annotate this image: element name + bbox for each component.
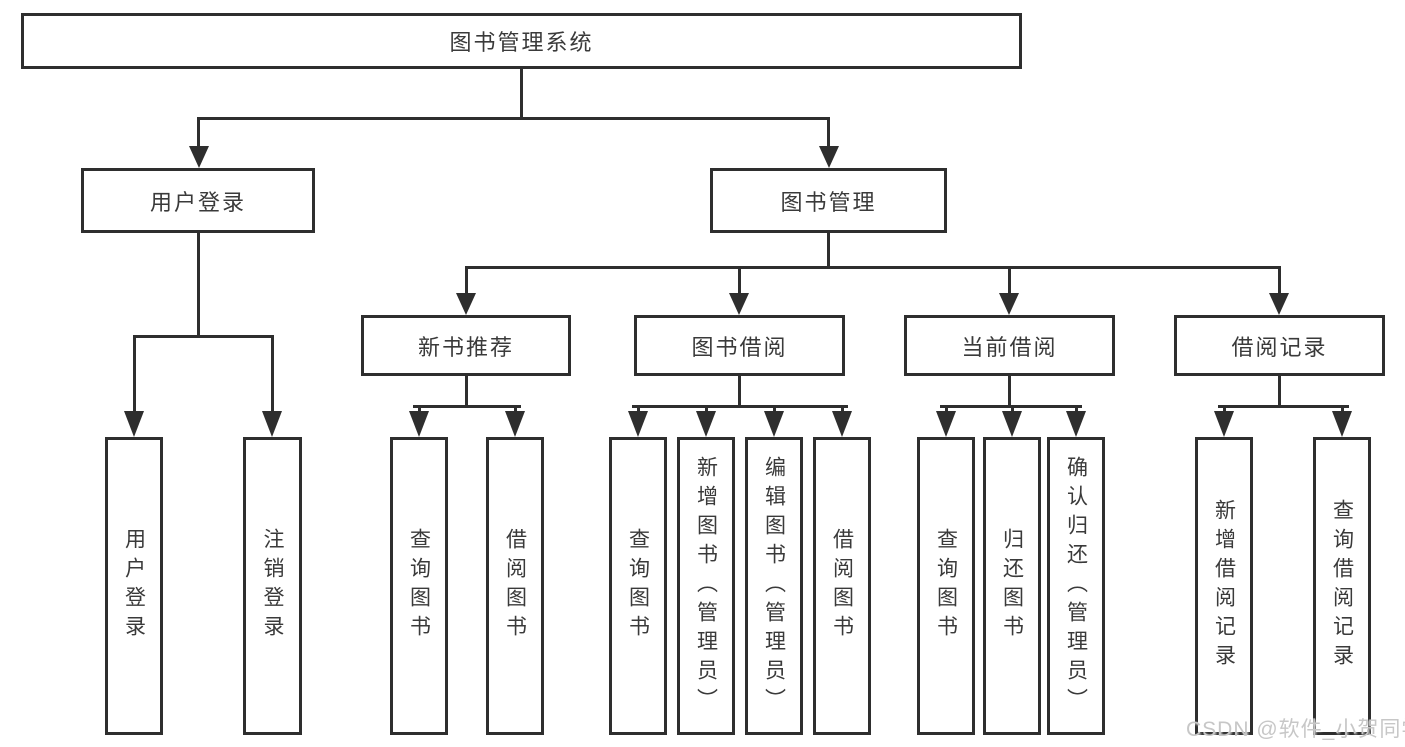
arrowhead-down-icon bbox=[1002, 411, 1022, 437]
leaf-user-login: 用户登录 bbox=[105, 437, 163, 735]
connector-line bbox=[1223, 405, 1226, 414]
node-borrowing-records-label: 借阅记录 bbox=[1231, 334, 1328, 360]
leaf-borrow-books-recommend-label: 借阅图书 bbox=[503, 528, 527, 644]
connector-line bbox=[945, 405, 948, 414]
connector-line bbox=[1278, 266, 1281, 297]
connector-line bbox=[465, 266, 468, 297]
node-current-borrowing: 当前借阅 bbox=[904, 315, 1115, 376]
node-book-management: 图书管理 bbox=[710, 168, 947, 233]
leaf-add-books-admin-label: 新增图书（管理员） bbox=[694, 455, 718, 717]
leaf-query-books-current-label: 查询图书 bbox=[934, 528, 958, 644]
connector-line bbox=[738, 266, 741, 297]
leaf-add-books-admin: 新增图书（管理员） bbox=[677, 437, 735, 735]
connector-line bbox=[271, 335, 274, 413]
arrowhead-down-icon bbox=[999, 293, 1019, 315]
connector-line bbox=[197, 117, 830, 120]
arrowhead-down-icon bbox=[628, 411, 648, 437]
connector-line bbox=[1218, 405, 1349, 408]
connector-line bbox=[1011, 405, 1014, 414]
connector-line bbox=[773, 405, 776, 414]
node-borrowing-records: 借阅记录 bbox=[1174, 315, 1385, 376]
leaf-query-borrow-record-label: 查询借阅记录 bbox=[1330, 499, 1354, 673]
connector-line bbox=[738, 376, 741, 408]
leaf-logout: 注销登录 bbox=[243, 437, 302, 735]
arrowhead-down-icon bbox=[189, 146, 209, 168]
node-library-management-system-label: 图书管理系统 bbox=[449, 30, 594, 55]
connector-line bbox=[465, 266, 1281, 269]
node-user-login-label: 用户登录 bbox=[149, 189, 246, 215]
node-new-book-recommend-label: 新书推荐 bbox=[417, 334, 514, 360]
leaf-add-borrow-record: 新增借阅记录 bbox=[1195, 437, 1253, 735]
connector-line bbox=[413, 405, 521, 408]
leaf-logout-label: 注销登录 bbox=[261, 528, 284, 644]
leaf-query-borrow-record: 查询借阅记录 bbox=[1313, 437, 1371, 735]
leaf-return-books-label: 归还图书 bbox=[1000, 528, 1024, 644]
connector-line bbox=[637, 405, 640, 414]
leaf-query-books-recommend: 查询图书 bbox=[390, 437, 448, 735]
connector-line bbox=[1008, 266, 1011, 297]
leaf-return-books: 归还图书 bbox=[983, 437, 1041, 735]
connector-line bbox=[514, 405, 517, 414]
arrowhead-down-icon bbox=[409, 411, 429, 437]
node-new-book-recommend: 新书推荐 bbox=[361, 315, 571, 376]
leaf-borrow-books-label: 借阅图书 bbox=[830, 528, 854, 644]
leaf-add-borrow-record-label: 新增借阅记录 bbox=[1212, 499, 1236, 673]
arrowhead-down-icon bbox=[696, 411, 716, 437]
arrowhead-down-icon bbox=[124, 411, 144, 437]
connector-line bbox=[632, 405, 848, 408]
csdn-watermark: CSDN @软件_小贺同学 bbox=[1186, 718, 1405, 741]
arrowhead-down-icon bbox=[1269, 293, 1289, 315]
connector-line bbox=[197, 233, 200, 338]
connector-line bbox=[520, 68, 523, 120]
arrowhead-down-icon bbox=[1332, 411, 1352, 437]
leaf-query-books-recommend-label: 查询图书 bbox=[407, 528, 431, 644]
connector-line bbox=[1341, 405, 1344, 414]
arrowhead-down-icon bbox=[456, 293, 476, 315]
node-current-borrowing-label: 当前借阅 bbox=[961, 334, 1058, 360]
connector-line bbox=[705, 405, 708, 414]
connector-line bbox=[1075, 405, 1078, 414]
connector-line bbox=[465, 376, 468, 408]
leaf-confirm-return-admin: 确认归还（管理员） bbox=[1047, 437, 1105, 735]
node-book-borrowing-label: 图书借阅 bbox=[691, 334, 788, 360]
connector-line bbox=[133, 335, 274, 338]
leaf-user-login-label: 用户登录 bbox=[122, 528, 146, 644]
node-book-borrowing: 图书借阅 bbox=[634, 315, 845, 376]
connector-line bbox=[418, 405, 421, 414]
arrowhead-down-icon bbox=[505, 411, 525, 437]
arrowhead-down-icon bbox=[1214, 411, 1234, 437]
leaf-query-books-borrowing: 查询图书 bbox=[609, 437, 667, 735]
connector-line bbox=[1278, 376, 1281, 408]
leaf-borrow-books: 借阅图书 bbox=[813, 437, 871, 735]
arrowhead-down-icon bbox=[262, 411, 282, 437]
node-library-management-system: 图书管理系统 bbox=[21, 13, 1022, 69]
arrowhead-down-icon bbox=[729, 293, 749, 315]
connector-line bbox=[827, 117, 830, 150]
leaf-borrow-books-recommend: 借阅图书 bbox=[486, 437, 544, 735]
arrowhead-down-icon bbox=[936, 411, 956, 437]
leaf-confirm-return-admin-label: 确认归还（管理员） bbox=[1064, 455, 1088, 717]
arrowhead-down-icon bbox=[832, 411, 852, 437]
arrowhead-down-icon bbox=[1066, 411, 1086, 437]
arrowhead-down-icon bbox=[764, 411, 784, 437]
node-book-management-label: 图书管理 bbox=[780, 189, 877, 215]
connector-line bbox=[827, 233, 830, 269]
arrowhead-down-icon bbox=[819, 146, 839, 168]
leaf-query-books-borrowing-label: 查询图书 bbox=[626, 528, 650, 644]
leaf-query-books-current: 查询图书 bbox=[917, 437, 975, 735]
node-user-login: 用户登录 bbox=[81, 168, 315, 233]
connector-line bbox=[197, 117, 200, 150]
connector-line bbox=[133, 335, 136, 413]
leaf-edit-books-admin-label: 编辑图书（管理员） bbox=[762, 455, 786, 717]
leaf-edit-books-admin: 编辑图书（管理员） bbox=[745, 437, 803, 735]
connector-line bbox=[841, 405, 844, 414]
connector-line bbox=[1008, 376, 1011, 408]
